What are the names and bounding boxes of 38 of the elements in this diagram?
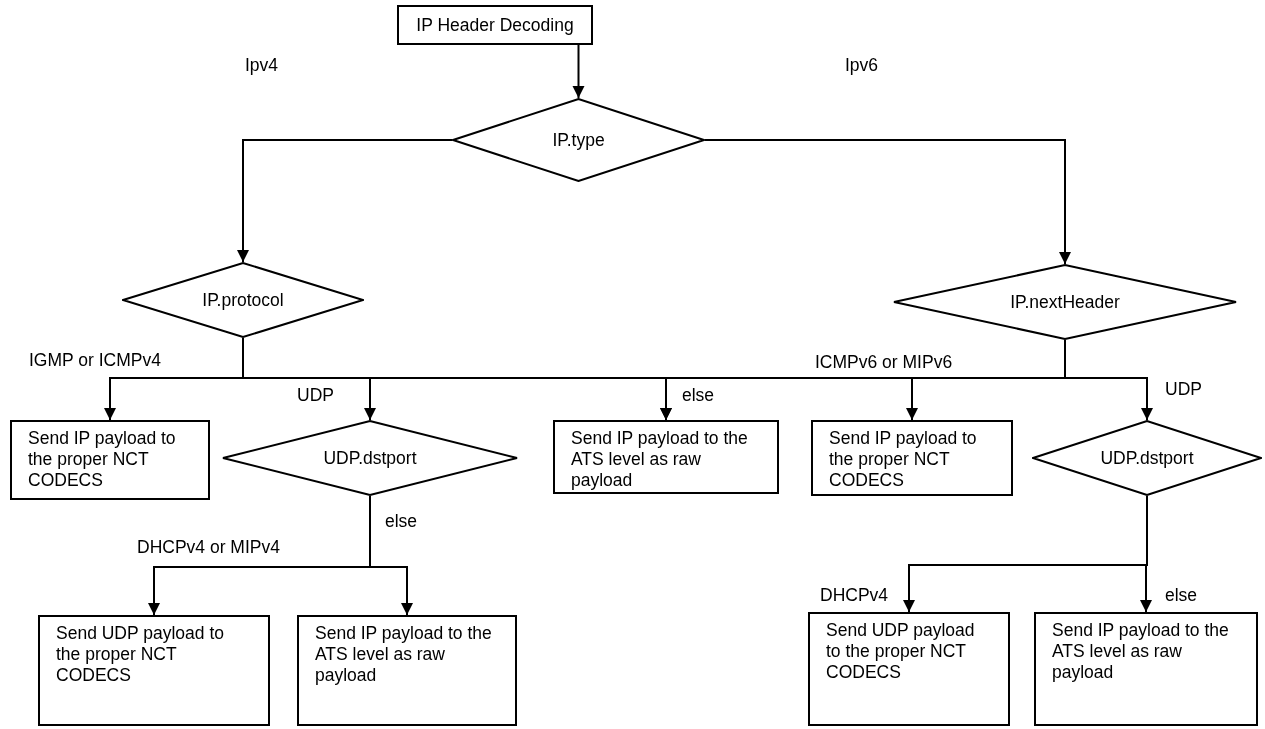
process-text: Send IP payload to the proper NCT CODECS	[28, 428, 176, 490]
process-box	[297, 615, 517, 726]
arrow	[1064, 339, 1153, 421]
process-box	[808, 612, 1010, 726]
decision-label: IP.type	[552, 129, 605, 151]
decision-label: IP.protocol	[202, 289, 284, 311]
decision-label: UDP.dstport	[1100, 447, 1194, 469]
edge-label: DHCPv4	[818, 586, 891, 604]
process-box	[811, 420, 1013, 496]
process-box	[553, 420, 779, 494]
process-box	[10, 420, 210, 500]
process-box	[397, 5, 593, 45]
edge-label: UDP	[1163, 380, 1204, 398]
edge-label: ICMPv6 or MIPv6	[813, 353, 955, 371]
process-box	[1034, 612, 1258, 726]
edge-label: Ipv4	[243, 56, 281, 74]
decision-label: UDP.dstport	[323, 447, 417, 469]
arrow	[1140, 495, 1152, 613]
arrow	[369, 495, 413, 616]
edge-label: else	[1163, 586, 1200, 604]
arrow	[704, 139, 1071, 265]
process-text: IP Header Decoding	[416, 14, 574, 36]
decision-label: IP.nextHeader	[1010, 291, 1120, 313]
edge-label: IGMP or ICMPv4	[27, 351, 163, 369]
edge-label: Ipv6	[843, 56, 881, 74]
arrow	[237, 139, 453, 263]
process-text: Send UDP payload to the proper NCT CODECS	[56, 623, 224, 685]
process-text: Send IP payload to the ATS level as raw payload	[571, 428, 748, 490]
edge-label: else	[680, 386, 717, 404]
process-text: Send UDP payload to the proper NCT CODECS	[826, 620, 975, 682]
process-text: Send IP payload to the ATS level as raw payload	[1052, 620, 1229, 682]
process-box	[38, 615, 270, 726]
edge-label: UDP	[295, 386, 336, 404]
edge-label: DHCPv4 or MIPv4	[135, 538, 282, 556]
process-text: Send IP payload to the ATS level as raw payload	[315, 623, 492, 685]
edge-label: else	[383, 512, 420, 530]
arrow	[572, 44, 585, 99]
process-text: Send IP payload to the proper NCT CODECS	[829, 428, 977, 490]
